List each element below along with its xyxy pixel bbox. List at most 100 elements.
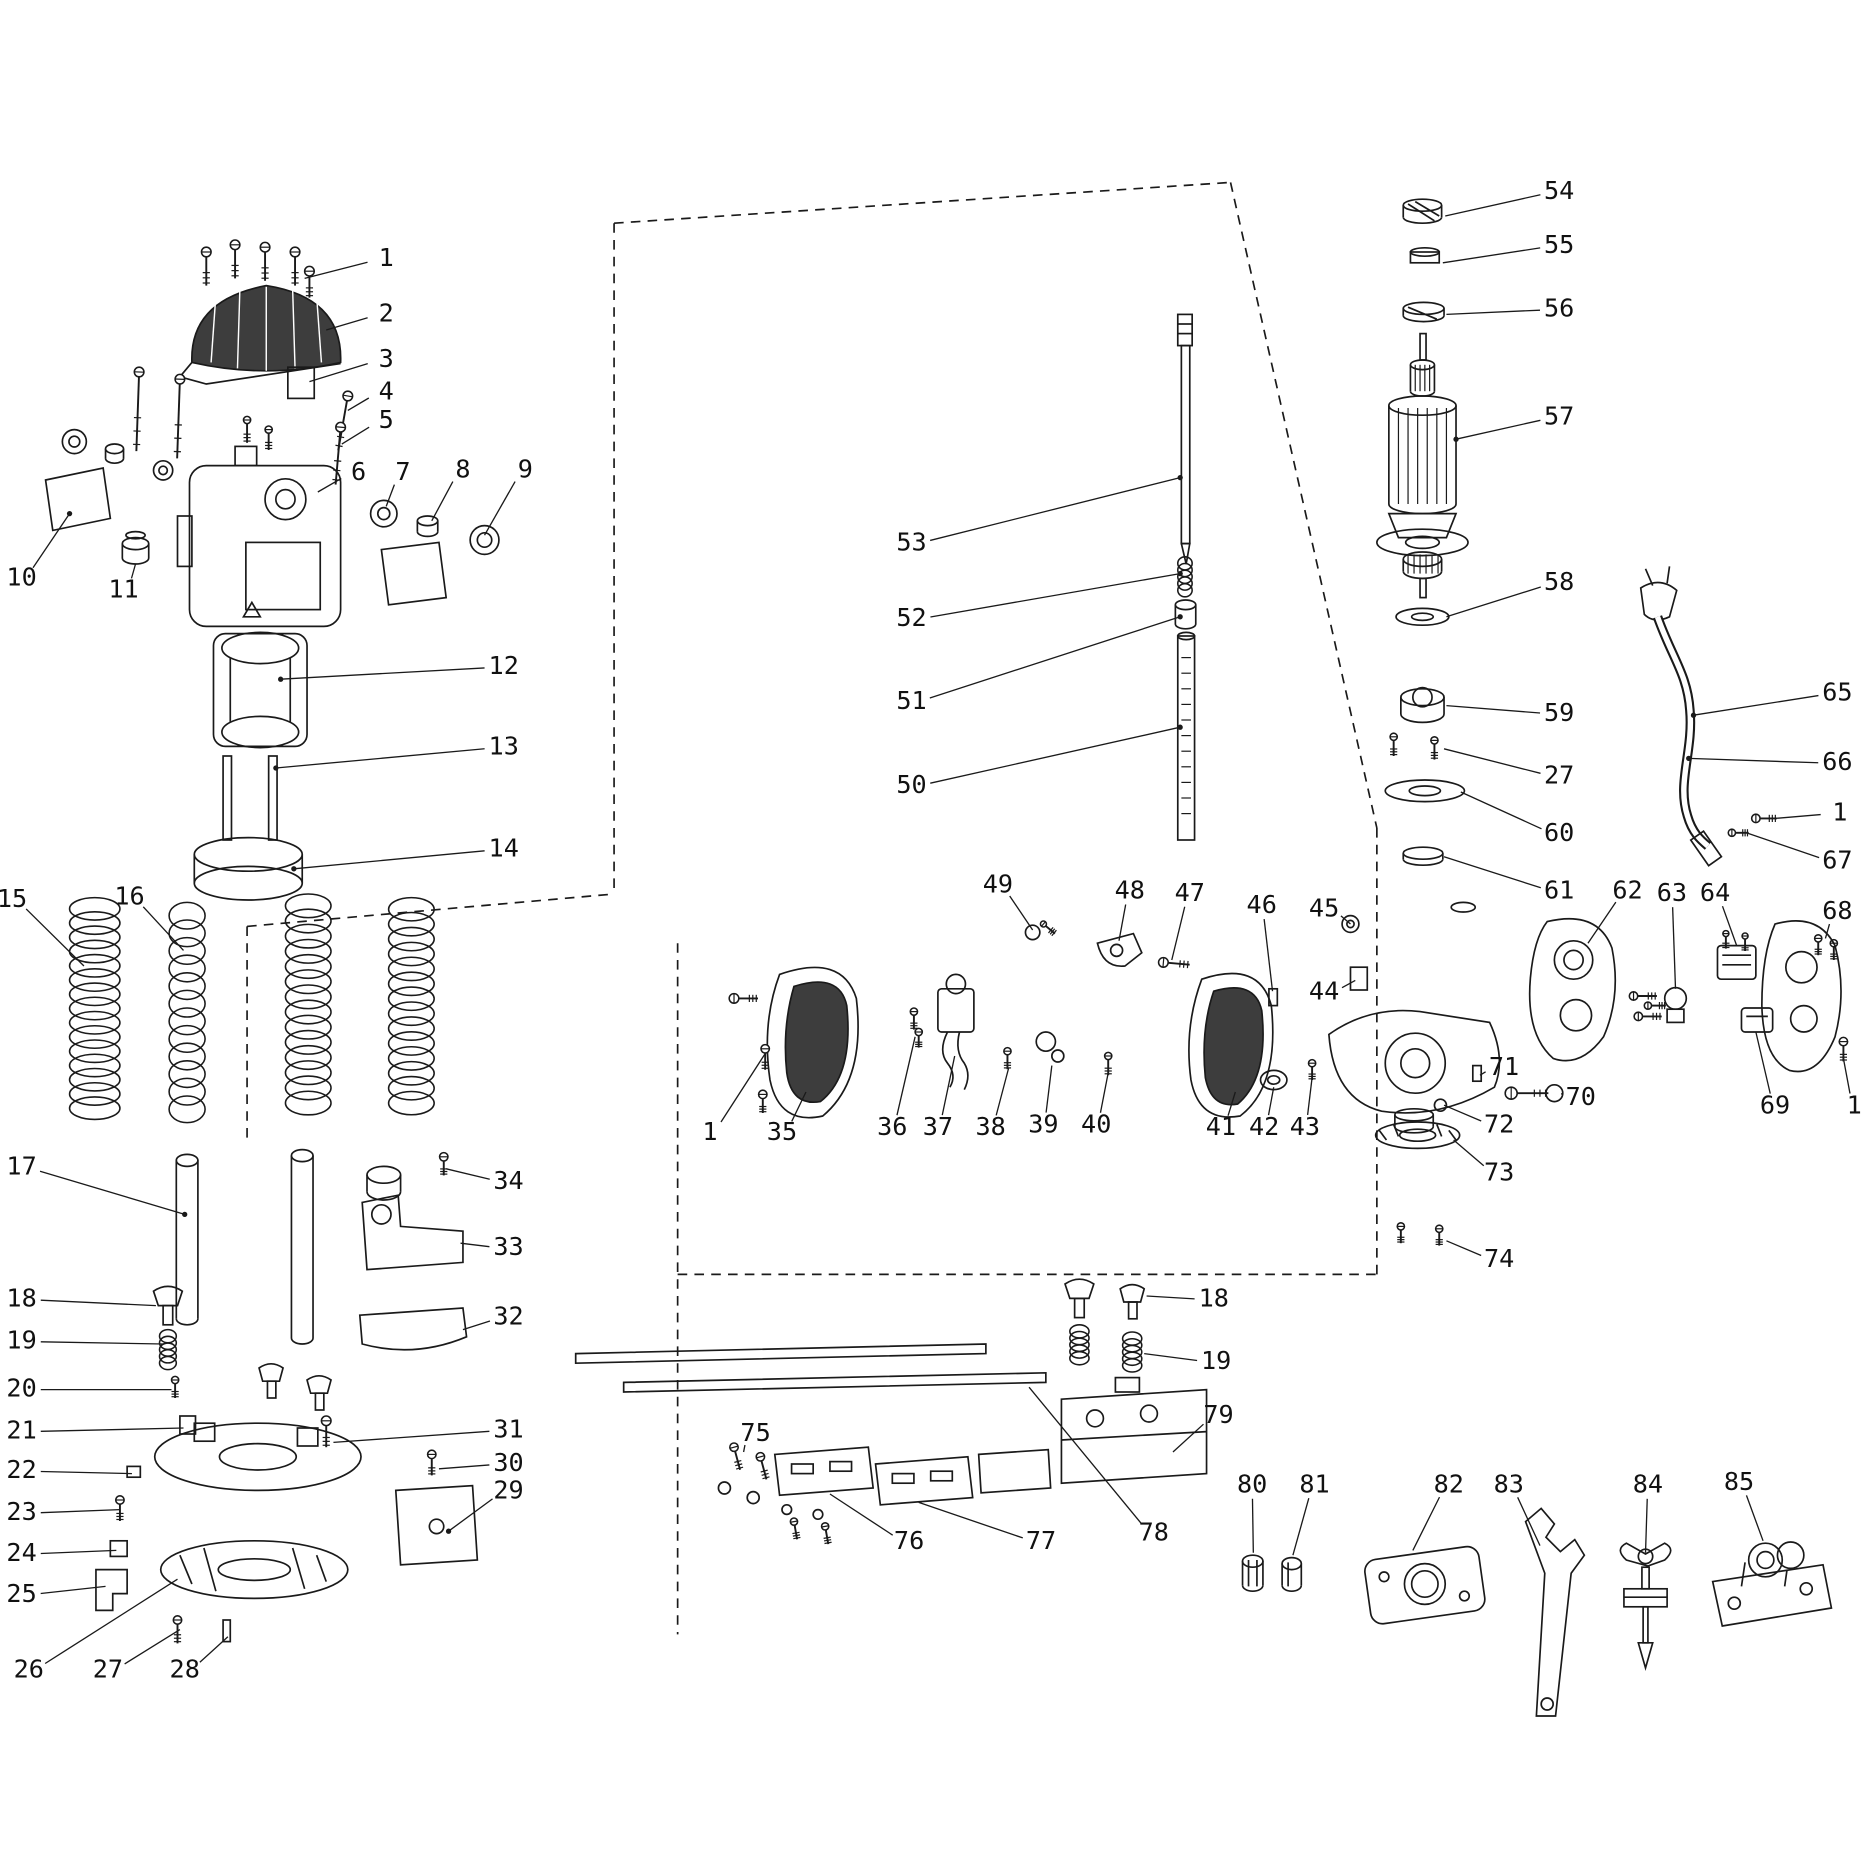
part-shape: [221, 715, 300, 749]
part-shape: [306, 1374, 332, 1395]
part-shape: [221, 631, 300, 665]
leader-line: [280, 667, 485, 680]
part-label: 79: [1203, 1400, 1233, 1429]
spring-coil: [387, 1016, 435, 1041]
leader-line: [1443, 748, 1541, 774]
part-shape: [179, 1554, 193, 1585]
part-shape: [1410, 1569, 1439, 1599]
spring-coil: [284, 923, 332, 949]
part-label: 36: [877, 1112, 907, 1141]
part-shape: [1642, 1605, 1649, 1644]
part-shape: [1436, 1124, 1443, 1137]
screw-slot: [790, 1520, 798, 1523]
leader-line: [309, 362, 368, 383]
spring-coil: [387, 971, 435, 997]
leader-line: [1671, 907, 1677, 989]
leader-dot: [1177, 614, 1183, 620]
part-shape: [380, 541, 448, 606]
part-label: 63: [1657, 878, 1687, 907]
leader-line: [1479, 1071, 1486, 1076]
part-shape: [746, 1490, 761, 1505]
leader-line: [275, 748, 485, 769]
leader-line: [293, 850, 485, 870]
spring-coil: [68, 911, 121, 936]
part-shape: [1528, 917, 1617, 1062]
screw-thread: [761, 1472, 769, 1476]
part-shape: [1346, 919, 1355, 929]
spring-coil: [387, 896, 435, 922]
spring-coil: [387, 1060, 435, 1086]
part-shape: [1398, 1128, 1437, 1143]
cylinder-bottom: [1281, 1585, 1303, 1593]
cylinder-bottom: [416, 531, 439, 538]
part-label: 10: [6, 562, 36, 591]
part-shape: [1641, 1566, 1650, 1590]
leader-line: [1045, 1065, 1053, 1113]
part-label: 30: [493, 1448, 523, 1477]
spring-coil: [284, 969, 332, 995]
leader-line: [930, 726, 1181, 784]
part-shape: [153, 1422, 362, 1492]
part-shape: [264, 477, 307, 521]
part-label: 78: [1139, 1518, 1169, 1547]
spring-coil: [284, 984, 332, 1010]
leader-line: [1824, 923, 1831, 939]
part-shape: [941, 1031, 954, 1088]
leader-line: [1144, 1352, 1198, 1362]
leader-line: [918, 1501, 1023, 1539]
part-label: 61: [1544, 876, 1574, 905]
leader-dot: [1177, 724, 1183, 730]
part-shape: [376, 506, 391, 521]
spring-coil: [387, 941, 435, 967]
leader-line: [1118, 904, 1127, 941]
part-shape: [1524, 1507, 1586, 1717]
part-shape: [1419, 577, 1427, 599]
leader-dot: [1453, 436, 1459, 442]
part-shape: [1619, 1542, 1672, 1567]
spring-coil: [168, 972, 206, 1001]
part-label: 68: [1822, 896, 1852, 925]
part-label: 50: [896, 770, 926, 799]
spring-coil: [168, 919, 206, 948]
part-shape: [812, 1508, 824, 1521]
part-label: 71: [1489, 1052, 1519, 1081]
leader-line: [1453, 1139, 1485, 1167]
leader-line: [1267, 1087, 1275, 1116]
part-label: 33: [493, 1232, 523, 1261]
part-shape: [291, 1547, 306, 1590]
screw-thread: [792, 1534, 801, 1537]
part-label: 16: [114, 882, 144, 911]
part-label: 66: [1822, 747, 1852, 776]
part-shape: [291, 289, 296, 369]
part-label: 77: [1026, 1526, 1056, 1555]
part-shape: [1050, 1049, 1065, 1063]
part-label: 49: [983, 870, 1013, 899]
leader-line: [791, 1091, 807, 1122]
part-shape: [1376, 528, 1469, 557]
part-shape: [1176, 635, 1196, 841]
cylinder-top: [1241, 1554, 1264, 1569]
part-shape: [68, 435, 81, 448]
part-shape: [1740, 1562, 1788, 1587]
part-shape: [1328, 1009, 1501, 1114]
part-label: 1: [702, 1117, 717, 1146]
part-shape: [193, 1422, 216, 1443]
part-shape: [574, 1343, 987, 1365]
cylinder-bottom: [1402, 858, 1444, 867]
spring-coil: [284, 999, 332, 1025]
part-label: 2: [379, 298, 394, 327]
part-shape: [1666, 566, 1671, 584]
spring-coil: [284, 1090, 332, 1116]
part-shape: [1414, 200, 1440, 217]
part-shape: [1799, 1581, 1814, 1596]
spring-coil: [284, 1044, 332, 1071]
spring-coil: [168, 901, 206, 930]
part-label: 31: [493, 1414, 523, 1443]
part-shape: [1060, 1388, 1208, 1485]
leader-line: [941, 1055, 956, 1116]
spring-coil: [1176, 576, 1193, 591]
part-label: 24: [6, 1538, 36, 1567]
leader-dot: [291, 866, 297, 872]
part-label: 17: [6, 1152, 36, 1181]
part-shape: [977, 1448, 1052, 1494]
